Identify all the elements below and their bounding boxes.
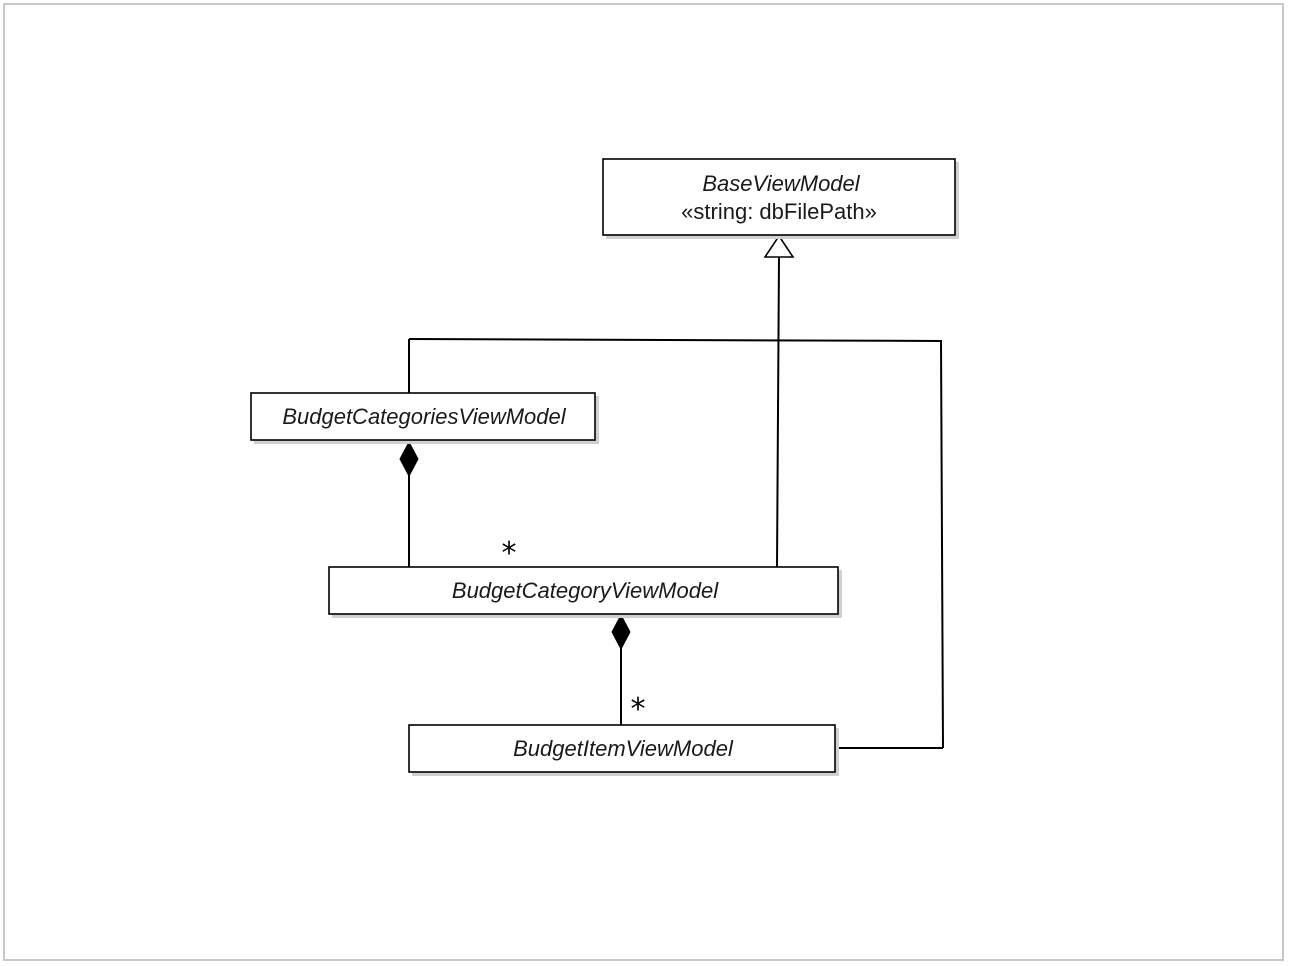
multiplicity-label: * [631, 692, 646, 727]
class-base-view-model[interactable]: BaseViewModel «string: dbFilePath» [602, 158, 959, 239]
multiplicity-label: * [502, 536, 517, 571]
generalization-edge-item-vertical [940, 340, 944, 749]
generalization-edge-category [776, 256, 780, 568]
class-name: BaseViewModel [702, 171, 860, 196]
generalization-edge-bus [408, 338, 943, 342]
class-name: BudgetCategoriesViewModel [282, 404, 566, 429]
class-budget-categories-view-model[interactable]: BudgetCategoriesViewModel [250, 392, 599, 444]
class-budget-item-view-model[interactable]: BudgetItemViewModel [408, 724, 839, 776]
composition-diamond-icon [611, 613, 631, 651]
class-budget-category-view-model[interactable]: BudgetCategoryViewModel [328, 566, 842, 618]
connectors [408, 256, 944, 749]
class-name: BudgetCategoryViewModel [452, 578, 719, 603]
composition-diamond-icon [399, 440, 419, 478]
generalization-arrowhead-icon [763, 234, 795, 258]
class-attribute: «string: dbFilePath» [681, 199, 877, 224]
class-name: BudgetItemViewModel [513, 736, 734, 761]
